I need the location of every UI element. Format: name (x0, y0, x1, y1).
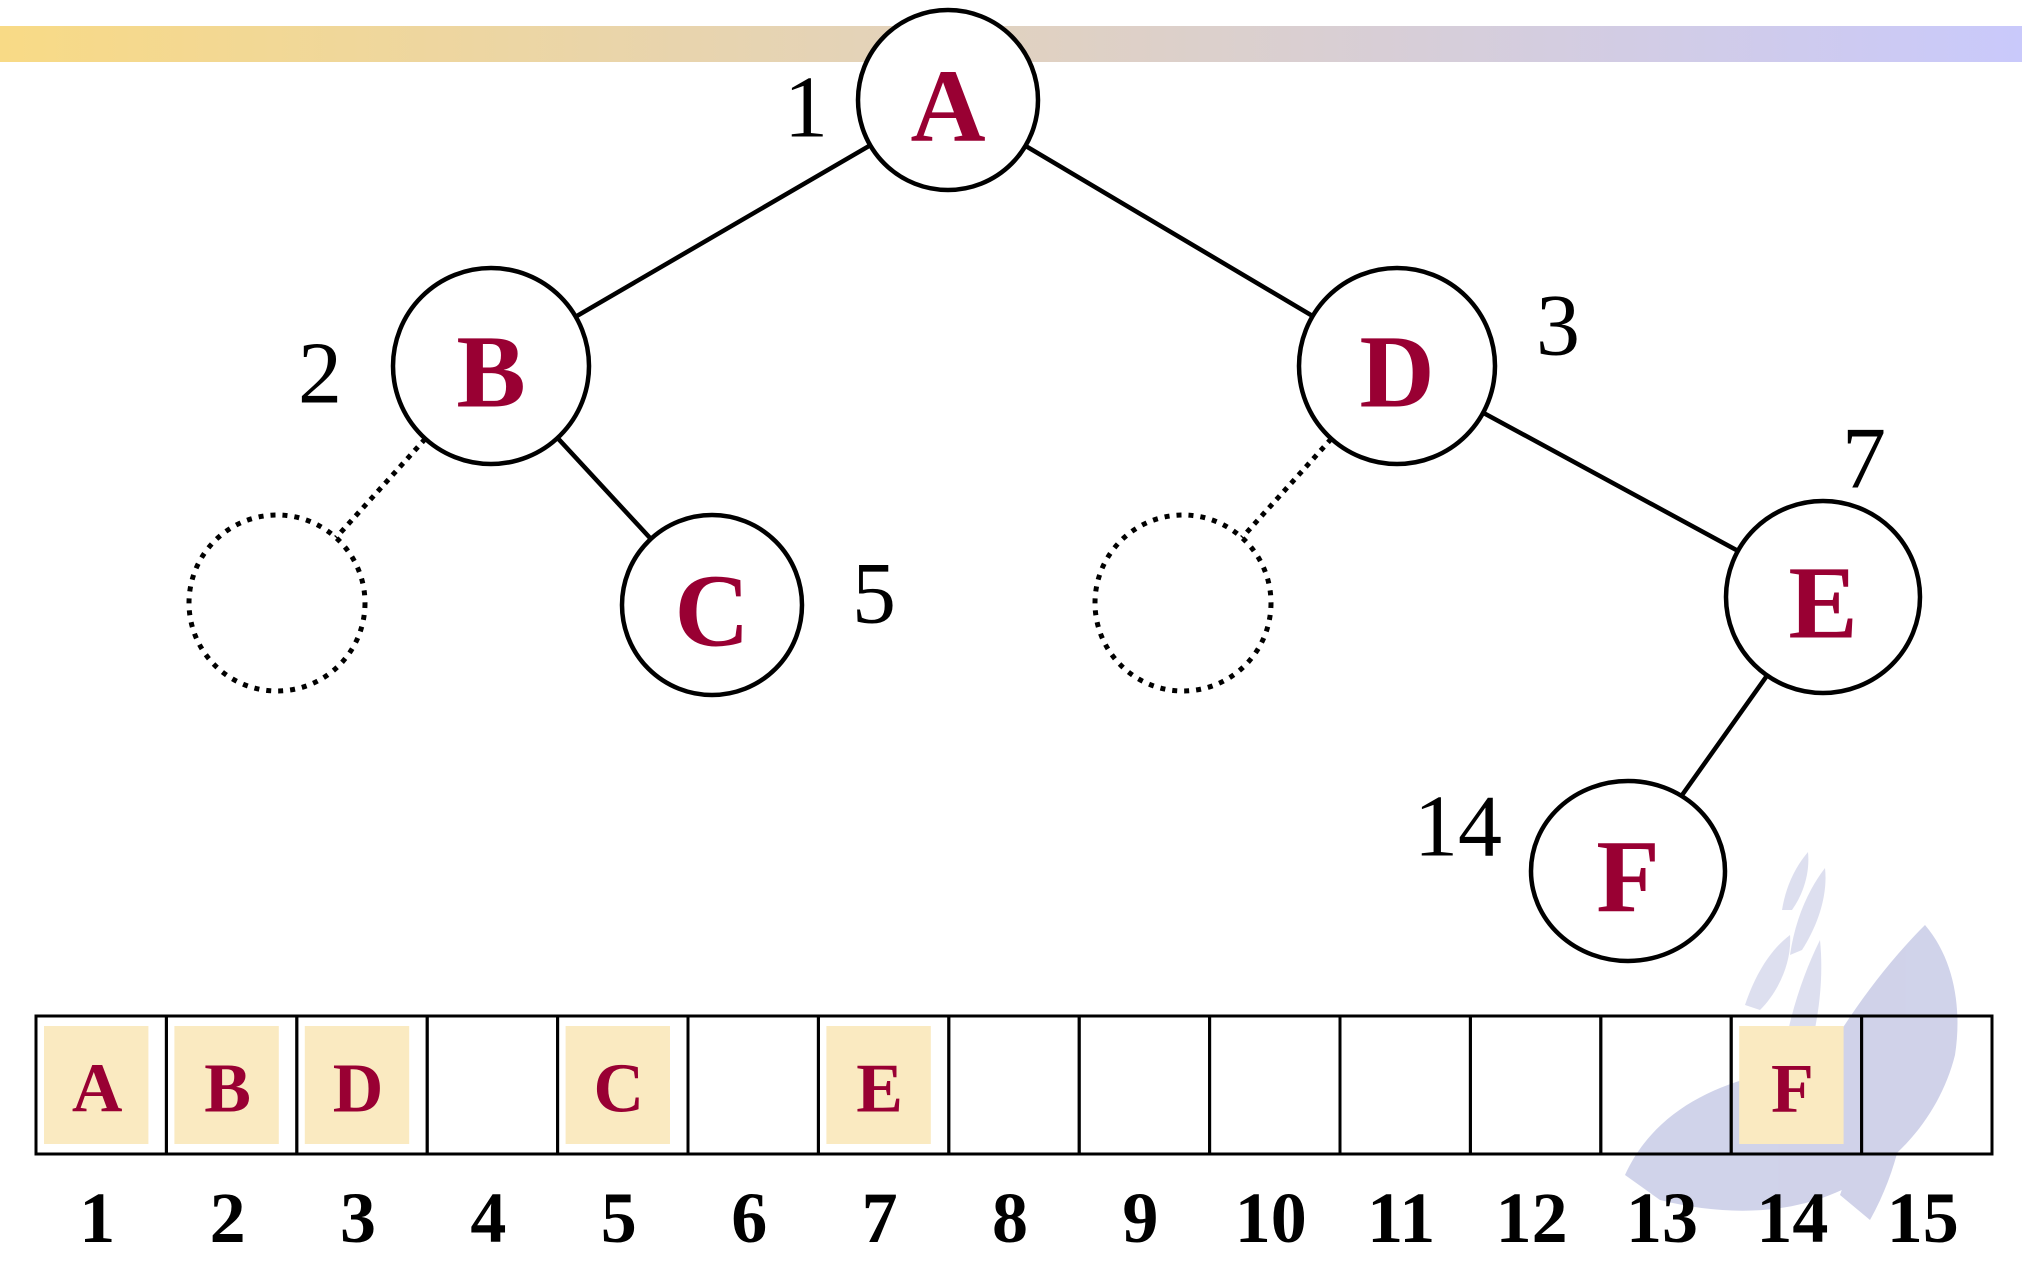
array-cell (1860, 1014, 1994, 1156)
array-cell: B (164, 1014, 299, 1156)
array-cell (686, 1014, 820, 1156)
node-letter: A (910, 49, 985, 164)
array-index-label: 8 (992, 1178, 1028, 1258)
node-index-number: 2 (298, 326, 342, 423)
node-circle (619, 512, 805, 698)
cell-highlight (826, 1026, 931, 1144)
cell-border (1208, 1014, 1342, 1156)
cell-border (425, 1014, 560, 1156)
cell-highlight (44, 1026, 149, 1144)
cell-letter: D (333, 1051, 384, 1128)
node-index-number: 1 (784, 60, 828, 157)
array-cell (1208, 1014, 1342, 1156)
node-circle (855, 7, 1041, 193)
node-circle (1296, 265, 1498, 467)
cell-letter: B (204, 1051, 251, 1128)
cell-border (1860, 1014, 1994, 1156)
cell-highlight (1739, 1026, 1844, 1144)
array-index-label: 13 (1626, 1178, 1698, 1258)
node-index-number: 5 (852, 546, 896, 643)
cell-letter: A (72, 1051, 123, 1128)
array-cell (947, 1014, 1081, 1156)
array-cell (425, 1014, 560, 1156)
empty-node-placeholder (1092, 512, 1274, 694)
array-cell: C (556, 1014, 690, 1156)
tree-node-A: A1 (784, 7, 1041, 193)
array-index-label: 7 (862, 1178, 898, 1258)
node-index-number: 7 (1842, 411, 1886, 508)
cell-highlight (565, 1026, 670, 1144)
node-circle (1528, 778, 1728, 964)
array-index-label: 9 (1122, 1178, 1158, 1258)
edge-A-D (1024, 143, 1314, 318)
edge-A-B (574, 143, 872, 319)
array-index-label: 5 (601, 1178, 637, 1258)
array-index-label: 2 (210, 1178, 246, 1258)
cell-border (1338, 1014, 1472, 1156)
array-cell: D (295, 1014, 429, 1156)
edge-D-E (1482, 410, 1740, 553)
array-cell: A (34, 1014, 168, 1156)
node-circle (1723, 498, 1923, 696)
array-index-label: 1 (79, 1178, 115, 1258)
node-letter: D (1359, 315, 1434, 430)
cell-border (1468, 1014, 1603, 1156)
node-index-number: 14 (1414, 779, 1502, 876)
array-cell: F (1729, 1014, 1864, 1156)
empty-node-placeholder (186, 512, 368, 694)
cell-border (686, 1014, 820, 1156)
array-index-label: 12 (1496, 1178, 1568, 1258)
array-index-label: 10 (1235, 1178, 1307, 1258)
cell-highlight (174, 1026, 279, 1144)
tree-node-E: E7 (1723, 411, 1923, 696)
array-index-label: 4 (470, 1178, 506, 1258)
array-cell (1338, 1014, 1472, 1156)
edge-D-Dl (1240, 437, 1334, 540)
node-index-number: 3 (1536, 278, 1580, 375)
edge-B-Bl (334, 437, 428, 540)
cell-letter: F (1771, 1051, 1814, 1128)
tree-node-B: B2 (298, 265, 592, 467)
node-circle (390, 265, 592, 467)
tree-node-F: F 14 (1414, 778, 1728, 964)
array-index-label: 15 (1887, 1178, 1959, 1258)
array-index-label: 3 (340, 1178, 376, 1258)
edge-E-F (1679, 674, 1769, 798)
array-index-label: 11 (1367, 1178, 1435, 1258)
tree-node-Bl (186, 512, 368, 694)
array-index-label: 14 (1756, 1178, 1828, 1258)
node-letter: E (1788, 546, 1857, 661)
edge-B-C (555, 436, 653, 541)
tree-edges (334, 143, 1769, 798)
tree-node-Dl (1092, 512, 1274, 694)
array-cell (1077, 1014, 1212, 1156)
array-index-label: 6 (731, 1178, 767, 1258)
node-letter: C (674, 554, 749, 669)
cell-border (1077, 1014, 1212, 1156)
cell-letter: E (856, 1051, 903, 1128)
node-letter: F (1596, 820, 1660, 935)
cell-highlight (304, 1026, 410, 1144)
array-cell: E (816, 1014, 951, 1156)
cell-letter: C (594, 1051, 645, 1128)
cell-border (947, 1014, 1081, 1156)
array-cell (1468, 1014, 1603, 1156)
node-letter: B (456, 315, 525, 430)
